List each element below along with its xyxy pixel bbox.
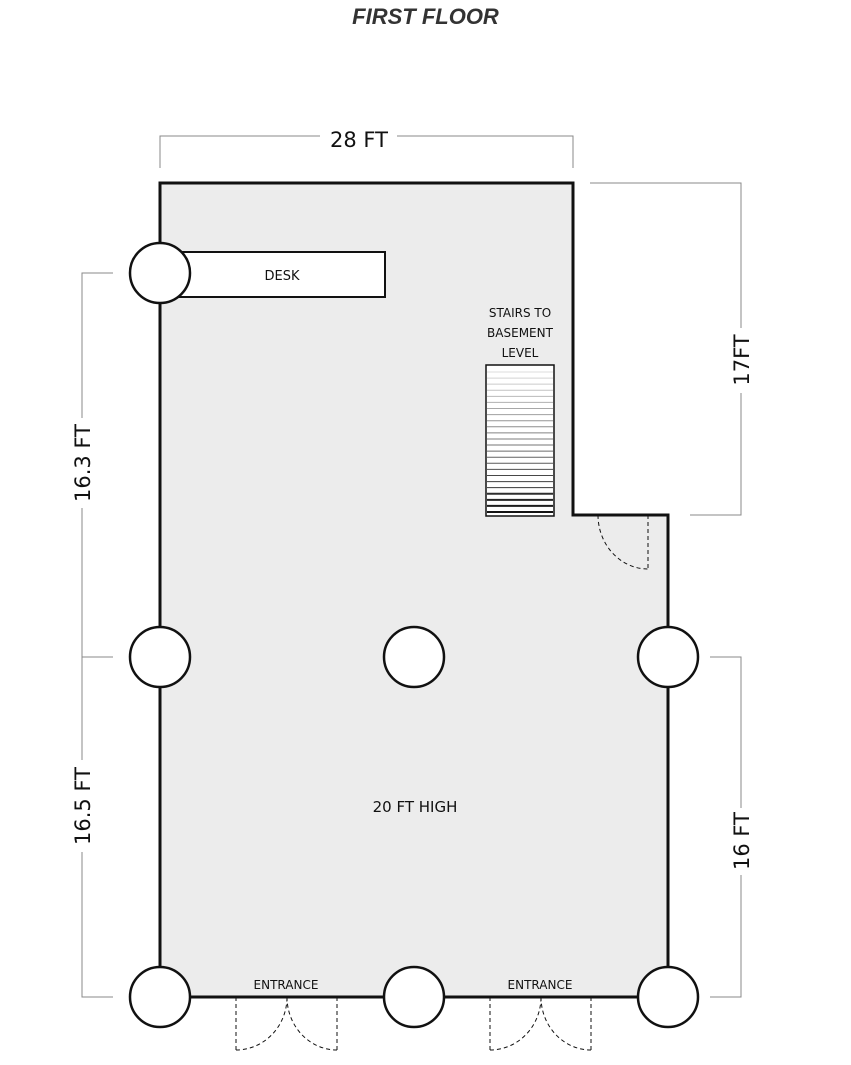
column-bottom-right — [636, 965, 700, 1029]
side-door — [597, 514, 649, 570]
dim-left-upper: 16.3 FT — [71, 424, 95, 502]
floor-area — [158, 181, 670, 999]
entrance-label-left: ENTRANCE — [254, 978, 319, 992]
floor-title: FIRST FLOOR — [352, 4, 499, 29]
desk — [174, 251, 386, 298]
stairs-label-line3: LEVEL — [502, 346, 539, 360]
column-bottom-center — [382, 965, 446, 1029]
column-top-left — [128, 241, 192, 305]
stairs-label-line2: BASEMENT — [487, 326, 554, 340]
entrance-door-right — [489, 996, 592, 1051]
dimension-lines — [81, 135, 742, 998]
desk-label: DESK — [264, 269, 299, 284]
entrance-door-left — [235, 996, 338, 1051]
column-mid-left — [128, 625, 192, 689]
stairs-label-line1: STAIRS TO — [489, 306, 551, 320]
stairs — [485, 364, 555, 517]
dim-left-lower: 16.5 FT — [71, 767, 95, 845]
column-mid-right — [636, 625, 700, 689]
dim-right-lower: 16 FT — [730, 812, 754, 870]
entrance-label-right: ENTRANCE — [508, 978, 573, 992]
column-bottom-left — [128, 965, 192, 1029]
column-center — [382, 625, 446, 689]
dim-top-width: 28 FT — [330, 128, 388, 152]
ceiling-height-label: 20 FT HIGH — [373, 798, 458, 816]
dim-right-upper: 17FT — [730, 334, 754, 385]
